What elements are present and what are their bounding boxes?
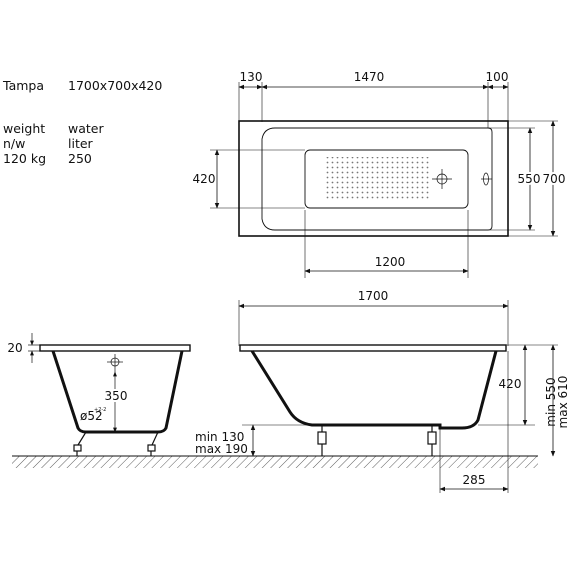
leg-side-right (427, 425, 437, 456)
leg-side-left (317, 425, 327, 456)
dim-1700: 1700 (358, 289, 389, 303)
overflow-end-icon (107, 354, 123, 372)
spec-water-value: 250 (68, 151, 92, 166)
dim-420-side: 420 (499, 377, 522, 391)
leg-end-left (73, 431, 87, 456)
dim-100: 100 (486, 70, 509, 84)
dim-max-610: max 610 (556, 376, 568, 429)
drain-icon (432, 169, 452, 189)
dim-1470: 1470 (354, 70, 385, 84)
spec-weight-label: weight (3, 121, 46, 136)
overflow-icon (481, 172, 492, 186)
spec-liter-label: liter (68, 136, 93, 151)
spec-nw-label: n/w (3, 136, 26, 151)
dim-20: 20 (7, 341, 22, 355)
side-view: 1700 420 min 550 max 610 (195, 289, 568, 493)
dim-130: 130 (240, 70, 263, 84)
model-label: Tampa (3, 78, 44, 93)
top-view: 130 1470 100 420 550 700 1200 (193, 70, 567, 278)
dim-285: 285 (463, 473, 486, 487)
spec-water-label: water (68, 121, 104, 136)
bath-top-outline (238, 120, 509, 237)
leg-end-right (147, 431, 159, 456)
dim-min-550: min 550 (544, 377, 558, 426)
dim-550-top: 550 (518, 172, 541, 186)
end-view: 20 350 ø52 +2-2 (7, 333, 191, 456)
dim-max-190: max 190 (195, 442, 248, 456)
floor-hatching (12, 455, 538, 468)
dim-1200: 1200 (375, 255, 406, 269)
dim-min-130: min 130 (195, 430, 244, 444)
dim-diameter-52: ø52 (80, 409, 103, 423)
dim-420-top: 420 (193, 172, 216, 186)
spec-weight-value: 120 kg (3, 151, 47, 166)
dim-tolerance: +2-2 (94, 407, 106, 413)
anti-slip-pattern (325, 157, 430, 201)
dim-350: 350 (105, 389, 128, 403)
dim-700: 700 (543, 172, 566, 186)
model-size: 1700x700x420 (68, 78, 163, 93)
